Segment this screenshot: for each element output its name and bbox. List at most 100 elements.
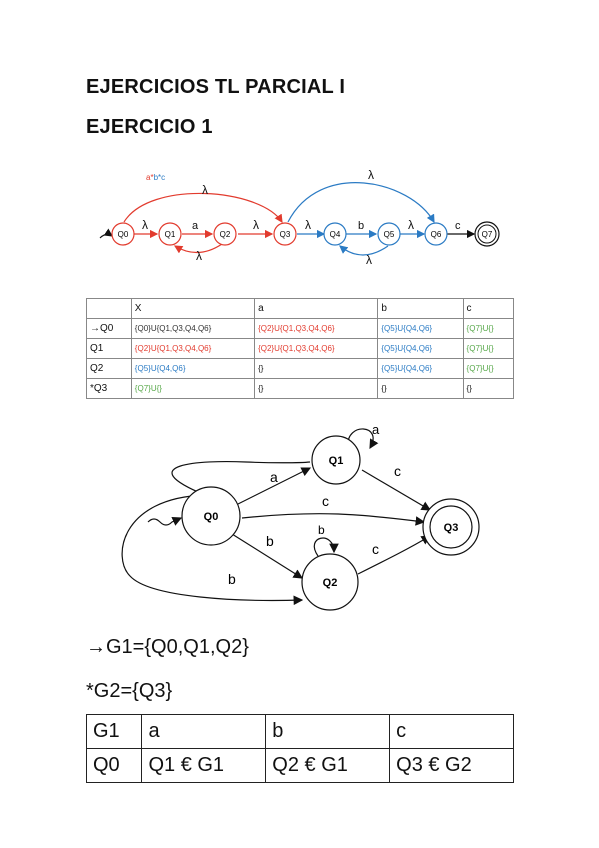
transition-q0-q2-b xyxy=(231,533,304,579)
transition-q2-loop-b xyxy=(313,537,339,557)
table-cell: {Q2}U{Q1,Q3,Q4,Q6} xyxy=(130,338,256,359)
table-cell: Q0 xyxy=(85,748,143,783)
state-q3: Q3 xyxy=(273,222,297,246)
c-label: c xyxy=(322,493,329,509)
lambda-label: λ xyxy=(253,218,259,232)
table-cell: {Q2}U{Q1,Q3,Q4,Q6} xyxy=(254,318,379,339)
svg-text:Q1: Q1 xyxy=(165,230,176,239)
lambda-label: λ xyxy=(366,253,372,267)
a-label: a xyxy=(192,220,199,232)
lambda-label: λ xyxy=(408,218,414,232)
transition-q5-q4 xyxy=(339,245,389,256)
header-cell: X xyxy=(130,298,256,319)
state-q4: Q4 xyxy=(323,222,347,246)
table-cell: {Q7}U{} xyxy=(130,378,256,399)
transition-q1-q3-c xyxy=(361,469,432,511)
state-cell: *Q3 xyxy=(86,378,132,399)
state-cell: Q2 xyxy=(86,358,132,379)
table-row: Q2 {Q5}U{Q4,Q6} {} {Q5}U{Q4,Q6} {Q7}U{} xyxy=(86,358,515,379)
table-cell: Q3 € G2 xyxy=(389,748,514,783)
svg-text:Q4: Q4 xyxy=(330,230,341,239)
transition-q0-q3-c xyxy=(241,513,426,526)
state-q0: Q0 xyxy=(181,486,241,546)
a-label: a xyxy=(372,422,380,437)
a-label: a xyxy=(270,469,278,485)
c-label: c xyxy=(394,463,401,479)
b-label: b xyxy=(228,571,236,587)
header-cell: c xyxy=(462,298,515,319)
header-cell: b xyxy=(265,714,391,749)
table-cell: {Q5}U{Q4,Q6} xyxy=(377,338,464,359)
state-q5: Q5 xyxy=(377,222,401,246)
table-cell: {} xyxy=(377,378,464,399)
state-q1: Q1 xyxy=(311,435,361,485)
svg-text:Q6: Q6 xyxy=(431,230,442,239)
transition-q2-q3-c xyxy=(357,535,432,575)
table-row: *Q3 {Q7}U{} {} {} {} xyxy=(86,378,515,399)
lambda-label: λ xyxy=(202,183,208,197)
table-cell: {Q7}U{} xyxy=(462,338,515,359)
header-cell: c xyxy=(389,714,514,749)
header-cell: G1 xyxy=(85,714,143,749)
header-cell: a xyxy=(141,714,267,749)
state-q0: Q0 xyxy=(111,222,135,246)
table-header-row: X a b c xyxy=(86,298,515,319)
table-header-row: G1 a b c xyxy=(85,714,514,749)
header-cell: a xyxy=(254,298,379,319)
state-q3-final: Q3 xyxy=(422,498,480,556)
transition-table: X a b c →Q0 {Q0}U{Q1,Q3,Q4,Q6} {Q2}U{Q1,… xyxy=(86,298,515,399)
table-cell: {Q7}U{} xyxy=(462,318,515,339)
group-table: G1 a b c Q0 Q1 € G1 Q2 € G1 Q3 € G2 xyxy=(85,714,514,783)
lambda-label: λ xyxy=(305,218,311,232)
transition-q0-q3 xyxy=(123,192,283,224)
lambda-label: λ xyxy=(142,218,148,232)
regex-label: a*b*c xyxy=(146,173,165,182)
state-q2: Q2 xyxy=(213,222,237,246)
table-row: Q0 Q1 € G1 Q2 € G1 Q3 € G2 xyxy=(85,748,514,783)
group-g2: *G2={Q3} xyxy=(86,680,173,702)
svg-text:Q5: Q5 xyxy=(384,230,395,239)
svg-text:Q3: Q3 xyxy=(444,522,459,534)
table-cell: Q1 € G1 xyxy=(141,748,267,783)
svg-text:Q2: Q2 xyxy=(323,577,338,589)
b-label: b xyxy=(318,523,325,537)
transition-q0-q1-outer xyxy=(171,460,311,496)
state-cell: Q1 xyxy=(86,338,132,359)
table-cell: {Q5}U{Q4,Q6} xyxy=(377,318,464,339)
header-cell: b xyxy=(377,298,464,319)
page-title: EJERCICIOS TL PARCIAL I xyxy=(86,76,346,98)
svg-text:Q7: Q7 xyxy=(482,230,493,239)
table-cell: {} xyxy=(254,358,379,379)
transition-q0-q2-outer xyxy=(121,494,304,606)
table-cell: {Q5}U{Q4,Q6} xyxy=(130,358,256,379)
b-label: b xyxy=(358,220,364,232)
header-cell xyxy=(86,298,132,319)
table-cell: {} xyxy=(462,378,515,399)
state-q2: Q2 xyxy=(301,553,359,611)
svg-text:Q0: Q0 xyxy=(204,511,219,523)
group-g1: →G1={Q0,Q1,Q2} xyxy=(86,636,249,658)
state-q7-final: Q7 xyxy=(474,221,500,247)
automaton-diagram-2: a a c c b b c b Q0 Q1 Q2 Q3 xyxy=(121,422,480,611)
transition-q3-q6 xyxy=(287,182,435,224)
table-cell: {Q2}U{Q1,Q3,Q4,Q6} xyxy=(254,338,379,359)
table-cell: {Q5}U{Q4,Q6} xyxy=(377,358,464,379)
lambda-label: λ xyxy=(196,249,202,263)
transition-q2-q1 xyxy=(173,243,223,254)
c-label: c xyxy=(372,541,379,557)
svg-text:Q3: Q3 xyxy=(280,230,291,239)
lambda-label: λ xyxy=(368,168,374,182)
state-cell: →Q0 xyxy=(86,318,132,339)
table-row: →Q0 {Q0}U{Q1,Q3,Q4,Q6} {Q2}U{Q1,Q3,Q4,Q6… xyxy=(86,318,515,339)
table-cell: {Q0}U{Q1,Q3,Q4,Q6} xyxy=(130,318,256,339)
state-q6: Q6 xyxy=(424,222,448,246)
c-label: c xyxy=(455,220,461,232)
automaton-diagram-1: a*b*c λ a λ λ λ λ b λ λ λ c Q0 Q1 Q2 Q3 … xyxy=(99,168,500,267)
transition-q0-q1-a xyxy=(237,467,312,505)
table-cell: {Q7}U{} xyxy=(462,358,515,379)
exercise-title: EJERCICIO 1 xyxy=(86,116,213,138)
b-label: b xyxy=(266,533,274,549)
table-cell: {} xyxy=(254,378,379,399)
table-cell: Q2 € G1 xyxy=(265,748,391,783)
start-arrow xyxy=(147,517,183,526)
